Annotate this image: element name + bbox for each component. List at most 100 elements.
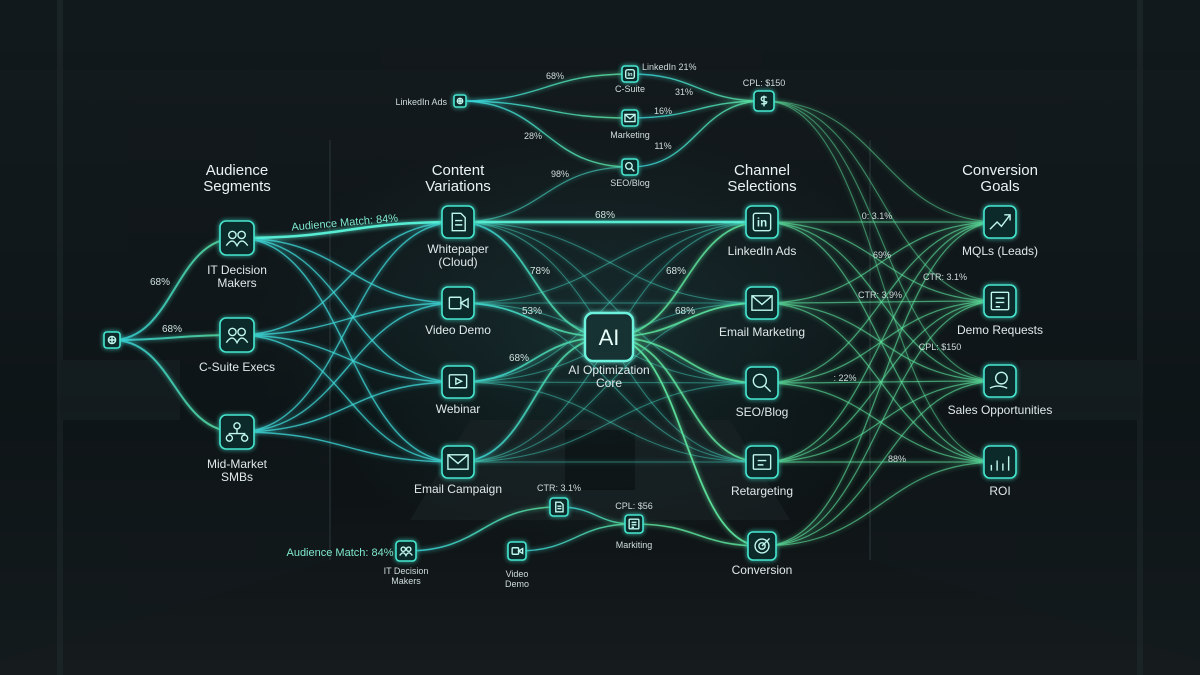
goal-node-1[interactable] bbox=[983, 284, 1017, 318]
goal-node-0[interactable] bbox=[983, 205, 1017, 239]
bottom-video-node[interactable] bbox=[507, 541, 527, 561]
top-cpl-label: CPL: $150 bbox=[743, 78, 786, 88]
edge-aud2-con0 bbox=[236, 221, 459, 433]
edge-core-ch3 bbox=[608, 336, 763, 463]
edge-audience-match bbox=[236, 220, 459, 240]
channel-node-4[interactable] bbox=[747, 531, 777, 561]
audience-node-0-box bbox=[219, 220, 255, 256]
pct-con-78: 78% bbox=[530, 266, 550, 277]
pct-ch-68-a: 68% bbox=[666, 266, 686, 277]
top-linkedin-ads-node[interactable] bbox=[453, 94, 467, 108]
top-pct-98: 98% bbox=[551, 169, 569, 179]
channel-node-1-box bbox=[745, 286, 779, 320]
pct-goal-031: 0: 3.1% bbox=[862, 211, 893, 221]
edge-hub-aud-2 bbox=[111, 339, 238, 433]
edge-cpl-goal2 bbox=[763, 100, 1001, 382]
top-seo-node-box bbox=[621, 158, 639, 176]
bottom-marketing-node[interactable] bbox=[624, 514, 644, 534]
money-hand-icon bbox=[989, 371, 1008, 389]
edge-top-seo-cpl bbox=[629, 100, 765, 168]
globe-icon bbox=[456, 97, 464, 105]
edge-ch0-goal1 bbox=[761, 221, 1001, 302]
edge-aud2-con3 bbox=[236, 431, 459, 463]
channel-node-0[interactable]: in bbox=[745, 205, 779, 239]
top-linkedin-ads-label: LinkedIn Ads bbox=[395, 97, 447, 107]
top-marketing-node[interactable] bbox=[621, 109, 639, 127]
demo-icon bbox=[990, 291, 1010, 311]
edge-aud1-con0 bbox=[236, 221, 459, 336]
edge-core-ch0 bbox=[608, 221, 763, 338]
edge-con1-ch0 bbox=[457, 221, 763, 304]
linkedin-icon bbox=[624, 68, 636, 80]
edge-ch4-goal0 bbox=[761, 221, 1001, 547]
source-hub[interactable] bbox=[103, 331, 121, 349]
channel-node-2[interactable] bbox=[745, 366, 779, 400]
people-icon bbox=[399, 546, 413, 558]
pct-goal-ctr39: CTR: 3.9% bbox=[858, 290, 902, 300]
dollar-icon bbox=[760, 95, 768, 107]
content-node-1[interactable] bbox=[441, 286, 475, 320]
top-c-suite-node[interactable]: in bbox=[621, 65, 639, 83]
content-node-3[interactable] bbox=[441, 445, 475, 479]
channel-label-0: LinkedIn Ads bbox=[728, 244, 797, 258]
top-marketing-label: Marketing bbox=[610, 130, 650, 140]
channel-node-3[interactable] bbox=[745, 445, 779, 479]
top-seo-label: SEO/Blog bbox=[610, 178, 650, 188]
channel-node-1[interactable] bbox=[745, 286, 779, 320]
audience-node-2[interactable] bbox=[219, 414, 255, 450]
content-node-0[interactable] bbox=[441, 205, 475, 239]
audience-node-1[interactable] bbox=[219, 317, 255, 353]
ai-core-node[interactable]: AI bbox=[583, 311, 635, 363]
edge-bot-mk-conv bbox=[633, 523, 763, 547]
edge-hub-aud-0 bbox=[111, 237, 238, 341]
channel-node-2-box bbox=[745, 366, 779, 400]
magnifier-icon bbox=[752, 373, 772, 393]
edge-bot-vid-mk bbox=[516, 523, 635, 552]
top-seo-node[interactable] bbox=[621, 158, 639, 176]
edge-aud0-con1 bbox=[236, 237, 459, 304]
edge-hub-aud-1 bbox=[111, 334, 238, 341]
goal-label-3: ROI bbox=[989, 484, 1010, 498]
edge-cpl-goal3 bbox=[763, 100, 1001, 463]
pct-goal-22: : 22% bbox=[833, 373, 856, 383]
edge-top-li-cs bbox=[459, 73, 631, 102]
edge-ch3-goal0 bbox=[761, 221, 1001, 463]
audience-node-0[interactable] bbox=[219, 220, 255, 256]
pct-ch-68-b: 68% bbox=[675, 306, 695, 317]
edge-ch4-goal2 bbox=[761, 380, 1001, 547]
ai-core-mark: AI bbox=[599, 325, 620, 350]
edge-aud0-con2 bbox=[236, 237, 459, 383]
bottom-it-makers-node[interactable] bbox=[395, 540, 417, 562]
edge-top-li-mk bbox=[459, 100, 631, 119]
top-cpl-node[interactable] bbox=[753, 90, 775, 112]
globe-icon bbox=[107, 335, 117, 345]
edge-core-conv2 bbox=[608, 336, 763, 547]
content-label-1: Video Demo bbox=[425, 323, 491, 337]
document-icon bbox=[555, 501, 564, 513]
edge-cpl-goal1 bbox=[763, 100, 1001, 302]
pct-con-68: 68% bbox=[509, 353, 529, 364]
content-label-3: Email Campaign bbox=[414, 482, 502, 496]
pct-aud-68-a: 68% bbox=[150, 277, 170, 288]
content-label-2: Webinar bbox=[436, 402, 480, 416]
edge-top-cs-cpl bbox=[629, 73, 765, 102]
edge-con0-core bbox=[457, 221, 610, 338]
top-pct-16: 16% bbox=[654, 106, 672, 116]
edge-aud1-con2 bbox=[236, 334, 459, 383]
channel-label-1: Email Marketing bbox=[719, 325, 805, 339]
goal-node-2[interactable] bbox=[983, 364, 1017, 398]
content-node-2[interactable] bbox=[441, 365, 475, 399]
audience-label-1: C-Suite Execs bbox=[199, 360, 275, 374]
pct-goal-cpl150: CPL: $150 bbox=[919, 342, 962, 352]
pct-con-53: 53% bbox=[522, 306, 542, 317]
goal-node-3[interactable] bbox=[983, 445, 1017, 479]
bottom-doc-node[interactable] bbox=[549, 497, 569, 517]
edge-ch2-goal0 bbox=[761, 221, 1001, 384]
content-label-0: Whitepaper(Cloud) bbox=[427, 242, 488, 269]
